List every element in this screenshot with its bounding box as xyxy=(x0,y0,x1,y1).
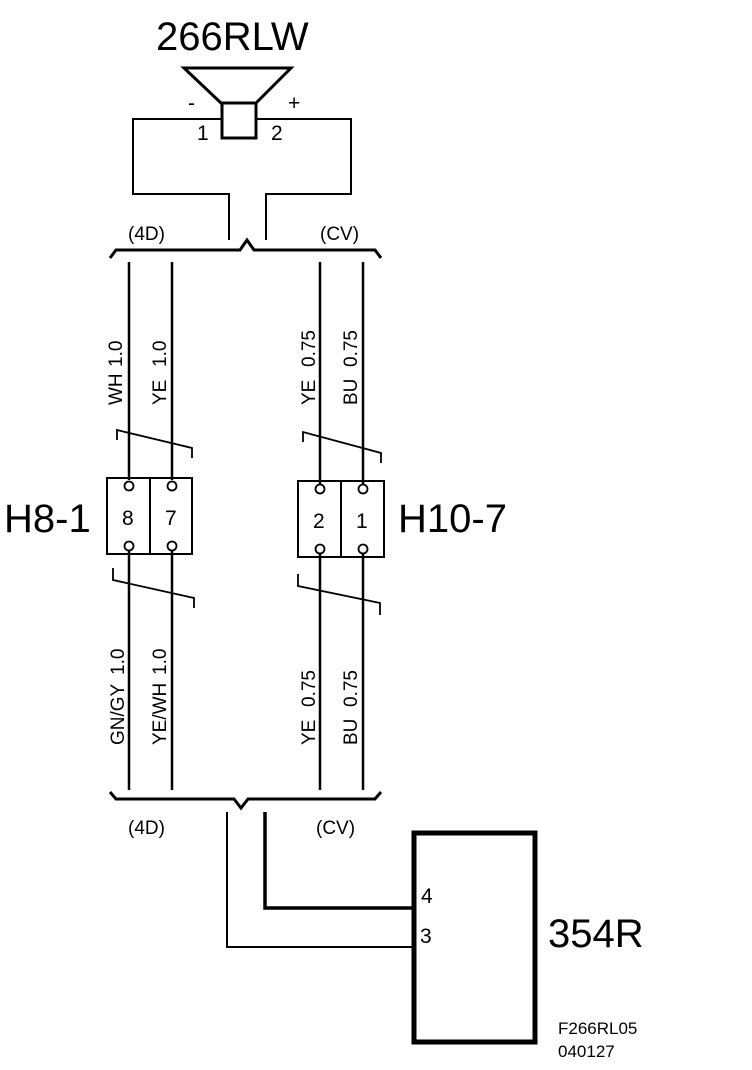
svg-text:1.0: 1.0 xyxy=(150,341,171,367)
connector-h8-1-pin-7: 7 xyxy=(165,507,177,530)
wire-label-bu-075-upper: BU 0.75 xyxy=(341,330,362,405)
wire-label-ye-wh: YE/WH 1.0 xyxy=(150,649,171,745)
connector-h10-7-pin-1: 1 xyxy=(356,510,368,533)
svg-text:1.0: 1.0 xyxy=(106,341,127,367)
svg-text:0.75: 0.75 xyxy=(341,670,362,707)
wire-label-wh: WH 1.0 xyxy=(106,341,127,405)
svg-text:YE: YE xyxy=(299,380,320,405)
svg-text:WH: WH xyxy=(106,373,127,405)
drawing-date: 040127 xyxy=(558,1042,615,1061)
connector-h8-1 xyxy=(106,477,193,555)
twist-marker-upper-left xyxy=(116,428,193,458)
svg-text:GN/GY: GN/GY xyxy=(108,683,129,745)
module-leads xyxy=(226,812,414,948)
svg-text:0.75: 0.75 xyxy=(341,330,362,367)
connector-h10-7-pin-2: 2 xyxy=(313,510,325,533)
module-pin-3: 3 xyxy=(420,925,432,948)
wire-label-gn-gy: GN/GY 1.0 xyxy=(108,649,129,745)
wire-label-ye-075-upper: YE 0.75 xyxy=(299,330,320,405)
svg-text:YE/WH: YE/WH xyxy=(150,683,171,745)
speaker-leads xyxy=(132,118,352,240)
module-title: 354R xyxy=(548,912,644,956)
harness-bracket-top xyxy=(108,237,383,259)
module-pin-4: 4 xyxy=(421,885,433,908)
drawing-ref: F266RL05 xyxy=(558,1019,637,1038)
harness-bracket-bottom xyxy=(108,791,383,811)
speaker-icon xyxy=(180,66,295,140)
twist-marker-upper-right xyxy=(302,430,382,463)
twist-marker-lower-right xyxy=(297,574,381,615)
twist-marker-lower-left xyxy=(112,568,195,608)
svg-text:0.75: 0.75 xyxy=(299,670,320,707)
wire-label-ye-upper: YE 1.0 xyxy=(150,341,171,405)
wire-label-bu-075-lower: BU 0.75 xyxy=(341,670,362,745)
svg-text:1.0: 1.0 xyxy=(108,649,129,675)
connector-title-h10-7: H10-7 xyxy=(398,497,507,541)
upper-wires xyxy=(127,262,365,485)
variant-label-bottom-right: (CV) xyxy=(316,818,355,839)
connector-title-h8-1: H8-1 xyxy=(4,497,91,541)
lower-wires xyxy=(127,550,365,790)
speaker-minus-sign: - xyxy=(188,92,195,115)
speaker-pin-1: 1 xyxy=(197,122,209,145)
speaker-plus-sign: + xyxy=(288,92,300,115)
variant-label-top-left: (4D) xyxy=(128,224,165,245)
wire-label-ye-075-lower: YE 0.75 xyxy=(299,670,320,745)
svg-text:BU: BU xyxy=(341,379,362,405)
svg-text:YE: YE xyxy=(299,720,320,745)
svg-text:YE: YE xyxy=(150,380,171,405)
svg-text:1.0: 1.0 xyxy=(150,649,171,675)
svg-text:BU: BU xyxy=(341,719,362,745)
variant-label-bottom-left: (4D) xyxy=(128,818,165,839)
variant-label-top-right: (CV) xyxy=(320,224,359,245)
connector-h8-1-pin-8: 8 xyxy=(122,507,134,530)
speaker-title: 266RLW xyxy=(156,15,309,59)
connector-h10-7 xyxy=(297,480,385,558)
svg-text:0.75: 0.75 xyxy=(299,330,320,367)
module-354r xyxy=(411,830,538,1045)
speaker-pin-2: 2 xyxy=(271,122,283,145)
